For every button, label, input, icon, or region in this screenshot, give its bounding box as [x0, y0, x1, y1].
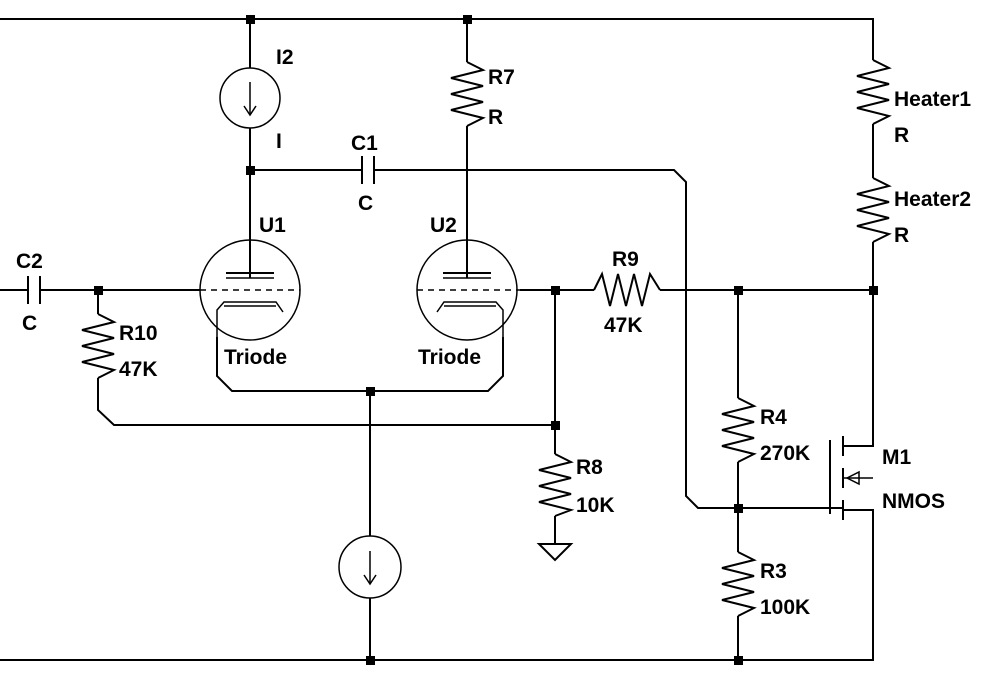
- label-u2-value: Triode: [418, 346, 481, 369]
- label-r9-value: 47K: [604, 314, 643, 337]
- nmos-m1: [829, 436, 873, 520]
- wire-c1-right: [374, 169, 843, 509]
- label-r8-value: 10K: [576, 494, 615, 517]
- resistor-heater1: [856, 59, 892, 125]
- wire-r10-bottom: [97, 378, 555, 426]
- capacitor-c2: [27, 276, 41, 304]
- junction-nodes: [94, 15, 878, 665]
- label-c2-value: C: [22, 312, 37, 335]
- resistor-r10: [81, 313, 117, 379]
- label-r9-name: R9: [612, 248, 639, 271]
- wire-bottom-rail: [0, 509, 874, 661]
- resistors: [81, 59, 892, 617]
- label-m1-value: NMOS: [882, 490, 945, 513]
- label-c1-value: C: [358, 192, 373, 215]
- resistor-r7: [450, 61, 486, 127]
- label-c2-name: C2: [16, 250, 43, 273]
- label-u1-value: Triode: [224, 346, 287, 369]
- labels: I2 I R7 R C1 C C2 C U1 Triode U2 Triode …: [16, 46, 971, 619]
- label-heater2-name: Heater2: [894, 188, 971, 211]
- label-r3-value: 100K: [760, 596, 810, 619]
- label-m1-name: M1: [882, 446, 911, 469]
- wire-top-rail: [0, 18, 874, 60]
- label-r8-name: R8: [576, 456, 603, 479]
- nmos-m1-arrow: [845, 470, 860, 486]
- resistor-r3: [721, 551, 757, 617]
- resistor-r8: [538, 453, 575, 517]
- label-heater1-name: Heater1: [894, 88, 971, 111]
- label-c1-name: C1: [351, 132, 378, 155]
- label-i2-name: I2: [276, 46, 294, 69]
- label-heater2-value: R: [894, 224, 909, 247]
- wire-cathode-1: [216, 337, 370, 392]
- label-r10-value: 47K: [119, 358, 158, 381]
- wire-cathode-2: [370, 337, 504, 392]
- capacitor-c1: [361, 156, 375, 184]
- wire-drain: [843, 290, 874, 447]
- label-r4-value: 270K: [760, 442, 810, 465]
- capacitors: [27, 156, 375, 304]
- current-source-i2: [219, 67, 281, 129]
- current-source-i1: [338, 535, 402, 599]
- resistor-heater2: [856, 177, 892, 243]
- label-r4-name: R4: [760, 406, 787, 429]
- label-heater1-value: R: [894, 124, 909, 147]
- triode-u2: [416, 239, 520, 341]
- resistor-r4: [721, 397, 757, 463]
- ground-symbol: [536, 543, 574, 562]
- triode-u1-cathode: [216, 301, 284, 337]
- triode-u2-cathode: [436, 301, 504, 337]
- label-u2-name: U2: [430, 214, 457, 237]
- label-r10-name: R10: [119, 322, 158, 345]
- label-r7-name: R7: [488, 66, 515, 89]
- triode-u1: [199, 239, 301, 341]
- resistor-r9: [593, 271, 661, 307]
- label-r7-value: R: [488, 106, 503, 129]
- label-u1-name: U1: [259, 214, 286, 237]
- label-r3-name: R3: [760, 560, 787, 583]
- label-i2-value: I: [276, 130, 282, 153]
